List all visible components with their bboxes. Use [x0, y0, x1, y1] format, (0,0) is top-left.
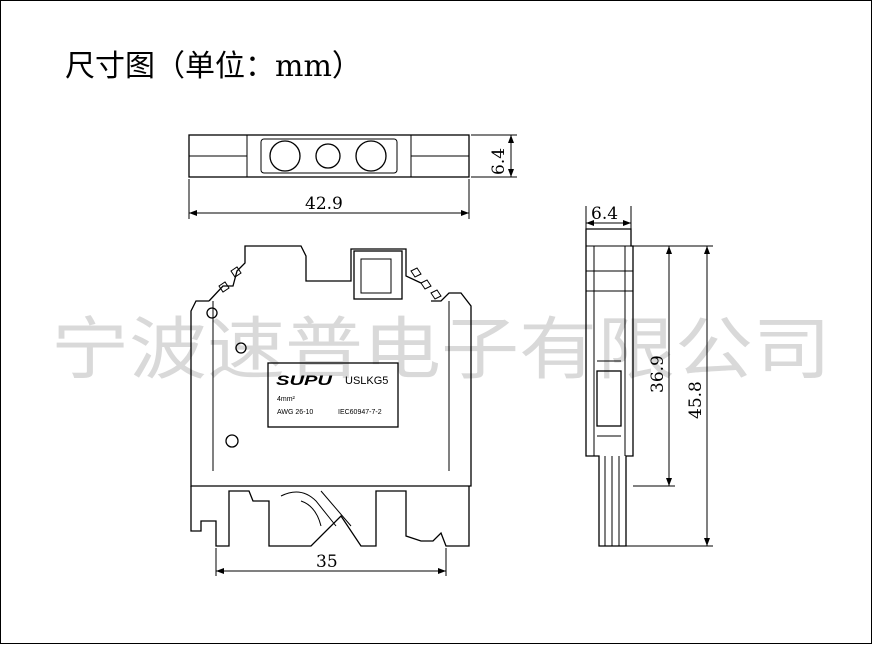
front-view: SUPU USLKG5 4mm² AWG 26-10 IEC60947-7-2 …: [190, 245, 472, 576]
top-view: 42.9 6.4: [188, 134, 517, 219]
top-height-label: 6.4: [489, 148, 509, 175]
front-width-label: 35: [316, 552, 338, 572]
page-title: 尺寸图（单位：mm）: [65, 49, 362, 84]
awg-label: AWG 26-10: [277, 409, 313, 416]
model-label: USLKG5: [345, 375, 388, 387]
brand-logo: SUPU: [276, 372, 333, 388]
cross-section-label: 4mm²: [277, 396, 296, 403]
watermark-text: 宁波速普电子有限公司: [51, 311, 831, 390]
standard-label: IEC60947-7-2: [338, 409, 382, 416]
side-view: 6.4 36.9 45.8: [585, 204, 713, 547]
top-width-label: 42.9: [305, 194, 343, 214]
side-width-label: 6.4: [591, 204, 618, 224]
side-inner-height-label: 36.9: [648, 355, 668, 393]
side-total-height-label: 45.8: [686, 381, 706, 419]
